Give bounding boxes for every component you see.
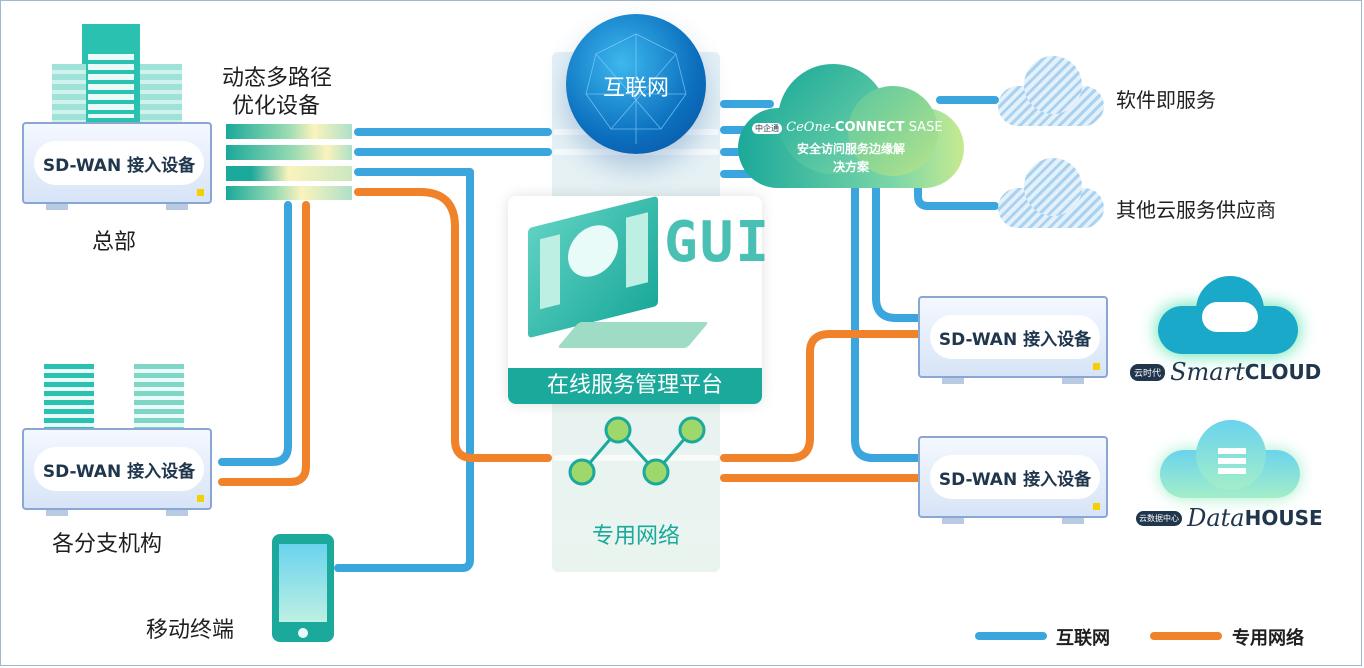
hq-device-label: SD-WAN 接入设备 bbox=[34, 141, 204, 185]
legend-internet-swatch bbox=[975, 632, 1047, 640]
right-top-device-label: SD-WAN 接入设备 bbox=[930, 315, 1100, 359]
wire-private-right-top bbox=[720, 330, 926, 462]
mobile-label: 移动终端 bbox=[146, 618, 235, 643]
datahouse-house: HOUSE bbox=[1244, 506, 1323, 530]
saas-cloud-icon bbox=[998, 56, 1104, 126]
legend-private-swatch bbox=[1150, 632, 1222, 640]
branch-sdwan-device: SD-WAN 接入设备 bbox=[22, 428, 212, 516]
saas-label: 软件即服务 bbox=[1116, 88, 1216, 112]
platform-label: 在线服务管理平台 bbox=[508, 368, 762, 404]
sase-brand-connect: CONNECT bbox=[834, 120, 905, 135]
legend-internet-label: 互联网 bbox=[1056, 628, 1110, 649]
multipath-optimizer-device bbox=[226, 124, 352, 200]
datahouse-icon bbox=[1160, 420, 1300, 498]
hq-building-icon bbox=[52, 24, 192, 124]
sase-brand-line: 中企通 CeOne-CONNECT SASE bbox=[752, 120, 962, 135]
other-cloud-icon bbox=[998, 158, 1104, 228]
wire-branch-internet bbox=[218, 201, 292, 466]
mobile-phone-icon bbox=[272, 534, 334, 642]
wire-branch-private bbox=[218, 201, 310, 486]
wire-hq-private bbox=[354, 188, 552, 462]
status-led bbox=[1093, 503, 1100, 510]
private-network-icon bbox=[568, 416, 706, 486]
smartcloud-icon bbox=[1158, 276, 1298, 354]
internet-globe-icon: 互联网 bbox=[566, 14, 706, 154]
internet-label: 互联网 bbox=[602, 76, 669, 101]
smartcloud-cloud: CLOUD bbox=[1244, 360, 1322, 384]
wire-hq-internet-3 bbox=[334, 168, 474, 572]
sase-line2: 决方案 bbox=[832, 160, 869, 174]
management-platform-card: GUI 在线服务管理平台 bbox=[508, 195, 772, 404]
sase-line1: 安全访问服务边缘解 bbox=[796, 142, 905, 156]
smartcloud-logo: 云时代 bbox=[1130, 363, 1166, 381]
keyboard-icon bbox=[557, 322, 709, 348]
hq-sdwan-device: SD-WAN 接入设备 bbox=[22, 122, 212, 210]
wire-sase-right-bottom bbox=[851, 176, 926, 462]
private-network-label: 专用网络 bbox=[591, 524, 680, 549]
right-top-sdwan-device: SD-WAN 接入设备 bbox=[918, 296, 1108, 384]
status-led bbox=[197, 189, 204, 196]
datahouse-brand: 云数据中心 DataHOUSE bbox=[1136, 504, 1323, 532]
gui-text: GUI bbox=[664, 210, 772, 275]
datahouse-logo: 云数据中心 bbox=[1136, 510, 1182, 526]
wire-sase-right-top bbox=[872, 176, 926, 322]
sase-brand-ceone: CeOne- bbox=[786, 120, 835, 135]
legend-private-label: 专用网络 bbox=[1232, 628, 1304, 649]
branches-label: 各分支机构 bbox=[52, 532, 163, 557]
sase-brand-sase: SASE bbox=[908, 120, 943, 135]
right-bottom-device-label: SD-WAN 接入设备 bbox=[930, 455, 1100, 499]
optimizer-label-line1: 动态多路径 bbox=[222, 66, 333, 91]
right-bottom-sdwan-device: SD-WAN 接入设备 bbox=[918, 436, 1108, 524]
smartcloud-brand: 云时代 SmartCLOUD bbox=[1130, 358, 1321, 386]
optimizer-label-line2: 优化设备 bbox=[232, 94, 321, 119]
other-cloud-label: 其他云服务供应商 bbox=[1116, 198, 1276, 222]
datahouse-data: Data bbox=[1187, 504, 1245, 532]
smartcloud-smart: Smart bbox=[1170, 358, 1245, 386]
monitor-icon bbox=[528, 195, 658, 339]
sase-brand-logo: 中企通 bbox=[752, 123, 782, 134]
status-led bbox=[1093, 363, 1100, 370]
status-led bbox=[197, 495, 204, 502]
sase-cloud: 中企通 CeOne-CONNECT SASE 安全访问服务边缘解 决方案 bbox=[738, 58, 964, 188]
wire-sase-other bbox=[914, 176, 999, 210]
hq-label: 总部 bbox=[92, 230, 137, 255]
branch-device-label: SD-WAN 接入设备 bbox=[34, 447, 204, 491]
